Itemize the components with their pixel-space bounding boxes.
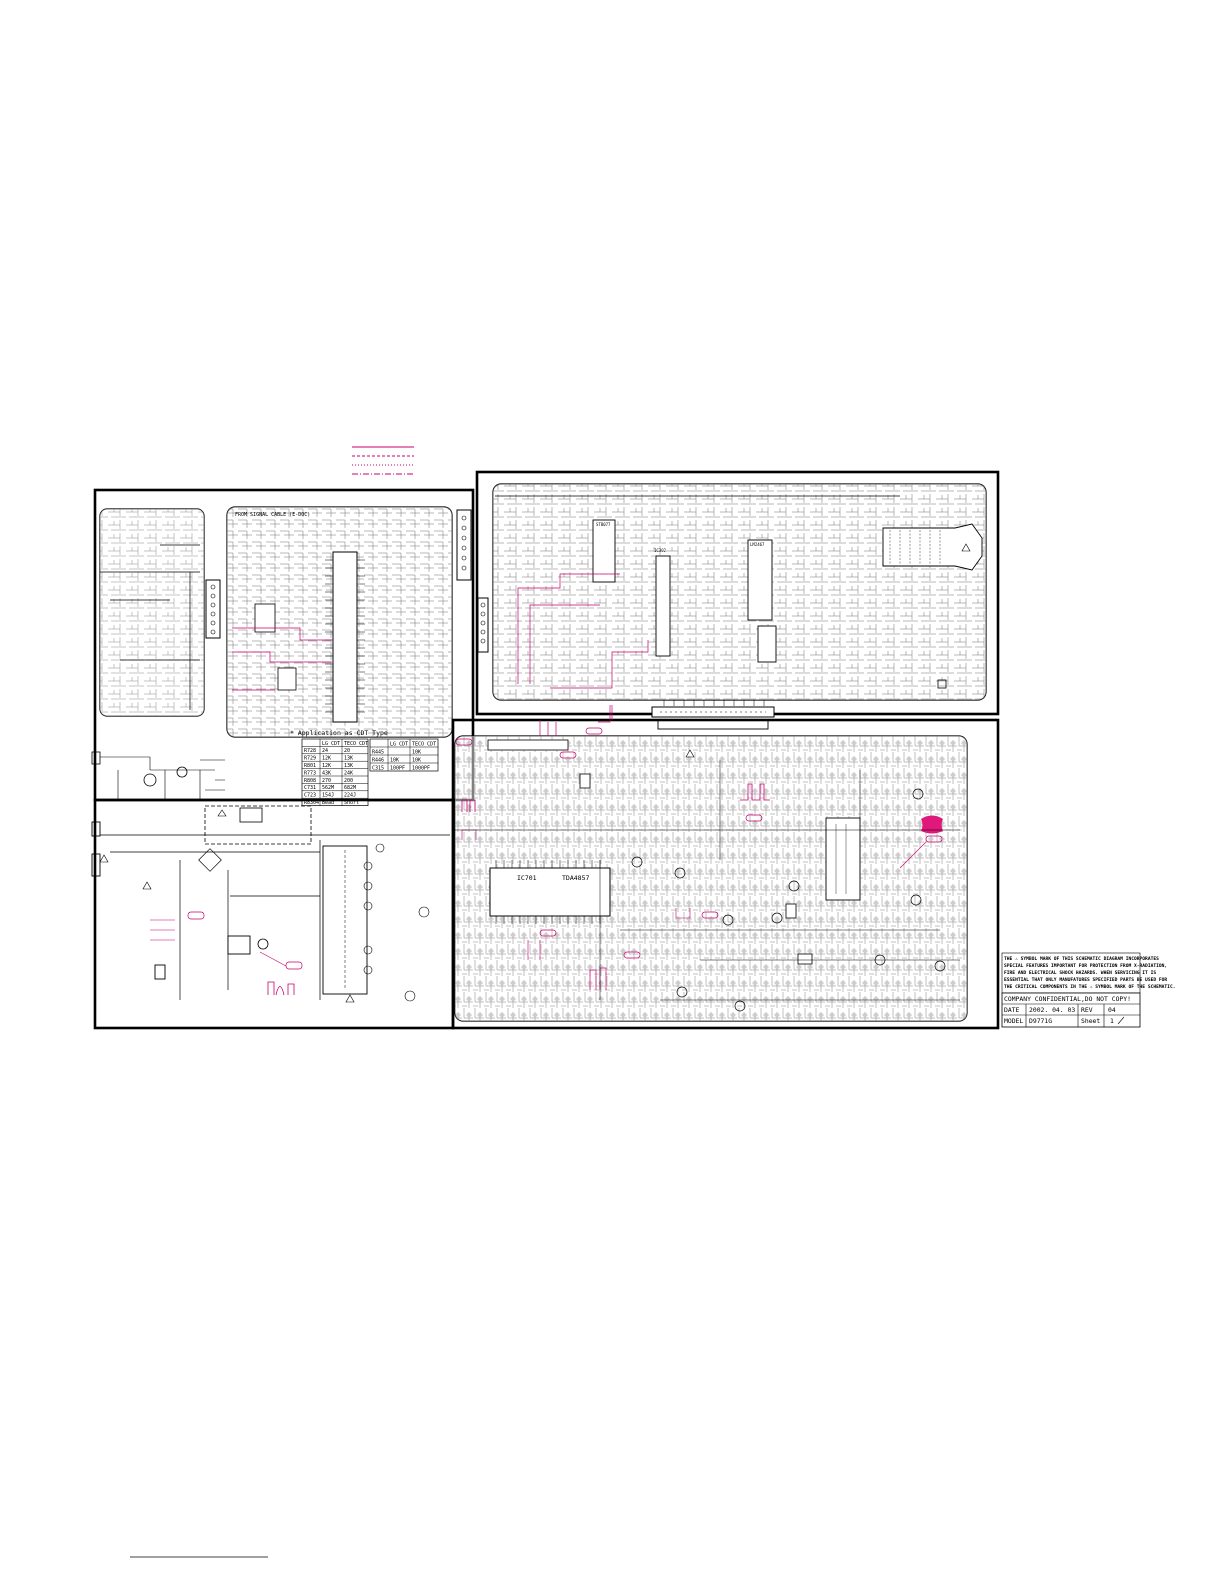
table-header-cell: TECO CDT: [412, 741, 436, 747]
highlight-marker: [921, 815, 943, 834]
table-cell: R445: [372, 749, 384, 755]
table-cell: C723: [304, 793, 316, 799]
table-cell: R8304: [304, 800, 319, 806]
sheet-value: 1: [1110, 1017, 1114, 1025]
sheet-label: Sheet: [1081, 1017, 1100, 1025]
table-cell: 43K: [322, 770, 331, 776]
table-border: [301, 738, 369, 806]
table-cell: C315: [372, 765, 384, 771]
table-cell: R808: [304, 778, 316, 784]
table-header-cell: TECO CDT: [344, 741, 368, 747]
table-cell: 20: [344, 748, 350, 754]
table-cell: 100PF: [390, 765, 405, 771]
power-supply-section: [91, 798, 455, 1030]
date-label: DATE: [1004, 1006, 1020, 1014]
table-cell: 200: [344, 778, 353, 784]
ic-label-stb077: STB077: [596, 522, 611, 527]
table-cell: 13K: [344, 756, 353, 762]
table-cell: 562M: [322, 785, 334, 791]
safety-note-line-5: THE CRITICAL COMPONENTS IN THE ⚠ SYMBOL …: [1004, 984, 1175, 990]
table-cell: Bead: [322, 800, 334, 806]
video-amp-section: STB077 IC302 LM2467: [475, 470, 1000, 716]
table-header-cell: LG CDT: [390, 741, 408, 747]
cdt-table-2: LG CDT TECO CDT R445 10K R446 10K 10K C315 100PF…: [369, 738, 439, 771]
table-cell: 13K: [344, 763, 353, 769]
table-cell: R729: [304, 756, 316, 762]
table-cell: C731: [304, 785, 316, 791]
signal-input-section: FROM SIGNAL CABLE (E-DOC) * Application …: [93, 488, 475, 802]
safety-note-line-1: THE ⚠ SYMBOL MARK OF THIS SCHEMATIC DIAG…: [1004, 956, 1159, 962]
table-cell: 24K: [344, 770, 353, 776]
interboard-connector: [651, 700, 775, 730]
title-block: COMPANY CONFIDENTIAL,DO NOT COPY! DATE 2…: [1001, 992, 1141, 1028]
ic-label-ic302: IC302: [654, 548, 667, 553]
model-label: MODEL: [1004, 1017, 1023, 1025]
table-cell: R773: [304, 770, 316, 776]
table-cell: 10K: [412, 749, 421, 755]
table-cell: 12K: [322, 756, 331, 762]
table-cell: 270: [322, 778, 331, 784]
safety-note: THE ⚠ SYMBOL MARK OF THIS SCHEMATIC DIAG…: [1001, 952, 1175, 994]
table-cell: 224J: [344, 793, 356, 799]
table-cell: 10K: [412, 757, 421, 763]
table-cell: Short: [344, 800, 359, 806]
date-value: 2002. 04. 03: [1029, 1006, 1075, 1014]
safety-note-line-3: FIRE AND ELECTRICAL SHOCK HAZARDS. WHEN …: [1004, 970, 1156, 976]
ic701-ref: IC701: [517, 874, 537, 882]
model-value: D9771G: [1029, 1017, 1052, 1025]
table-cell: R728: [304, 748, 316, 754]
application-title: * Application as CDT Type: [290, 729, 388, 737]
legend-lines: [352, 446, 414, 475]
rev-label: REV: [1081, 1006, 1093, 1014]
deflection-section: IC701 TDA4857: [451, 705, 1000, 1030]
ic701-part: TDA4857: [562, 874, 589, 882]
confidential-label: COMPANY CONFIDENTIAL,DO NOT COPY!: [1004, 995, 1131, 1003]
aux-supply-section: [91, 751, 225, 800]
table-cell: 154J: [322, 793, 334, 799]
safety-note-line-2: SPECIAL FEATURES IMPORTANT FOR PROTECTIO…: [1004, 963, 1167, 969]
table-cell: R446: [372, 757, 384, 763]
ic-label-lm2467: LM2467: [750, 542, 765, 547]
signal-cable-label: FROM SIGNAL CABLE (E-DOC): [235, 512, 310, 518]
safety-note-line-4: ESSENTIAL THAT ONLY MANUFATURES SPECIFIE…: [1004, 977, 1167, 983]
table-cell: R801: [304, 763, 316, 769]
table-cell: 12K: [322, 763, 331, 769]
table-header-cell: LG CDT: [322, 741, 340, 747]
table-cell: 1000PF: [412, 765, 430, 771]
table-cell: 10K: [390, 757, 399, 763]
table-cell: 24: [322, 748, 328, 754]
table-cell: 682M: [344, 785, 356, 791]
rev-value: 04: [1108, 1006, 1116, 1014]
